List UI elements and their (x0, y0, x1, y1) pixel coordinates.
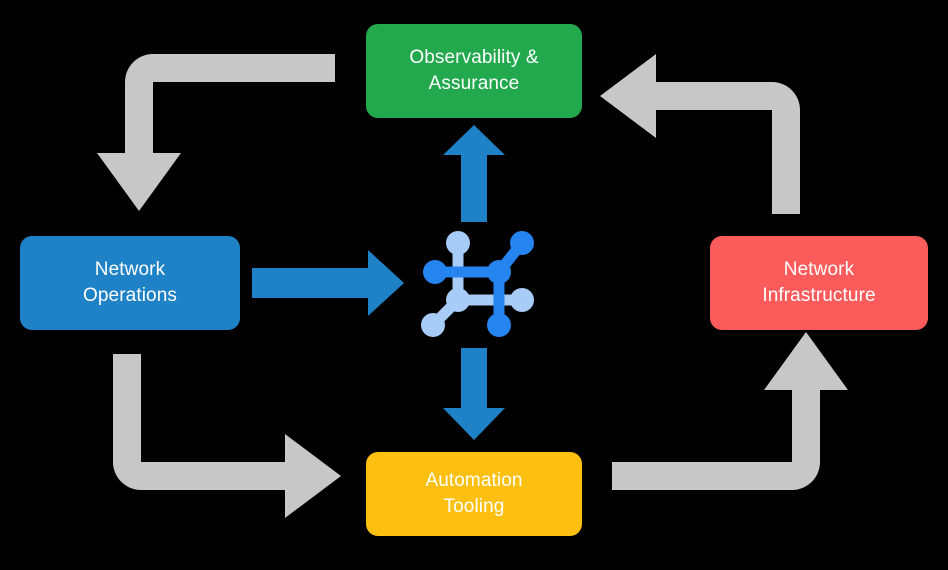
gray-arrow-observability-to-operations (97, 54, 335, 211)
node-automation-tooling[interactable]: Automation Tooling (366, 452, 582, 536)
blue-arrow-center-to-observability (443, 125, 505, 222)
node-network-operations[interactable]: Network Operations (20, 236, 240, 330)
node-label-infrastructure: Network Infrastructure (762, 258, 876, 306)
blue-arrow-operations-to-center (252, 250, 404, 316)
node-observability-assurance[interactable]: Observability & Assurance (366, 24, 582, 118)
blue-arrow-center-to-automation (443, 348, 505, 440)
network-icon-edges-dark (429, 237, 528, 331)
gray-arrow-operations-to-automation (113, 354, 341, 518)
node-network-infrastructure[interactable]: Network Infrastructure (710, 236, 928, 330)
node-label-automation: Automation Tooling (425, 469, 523, 517)
network-icon-edges-light (429, 237, 528, 329)
node-label-observability: Observability & Assurance (409, 46, 539, 94)
network-icon-nodes (421, 231, 534, 337)
node-label-operations: Network Operations (83, 258, 177, 306)
gray-arrow-infrastructure-to-observability (600, 54, 800, 214)
gray-arrow-automation-to-infrastructure (612, 332, 848, 490)
